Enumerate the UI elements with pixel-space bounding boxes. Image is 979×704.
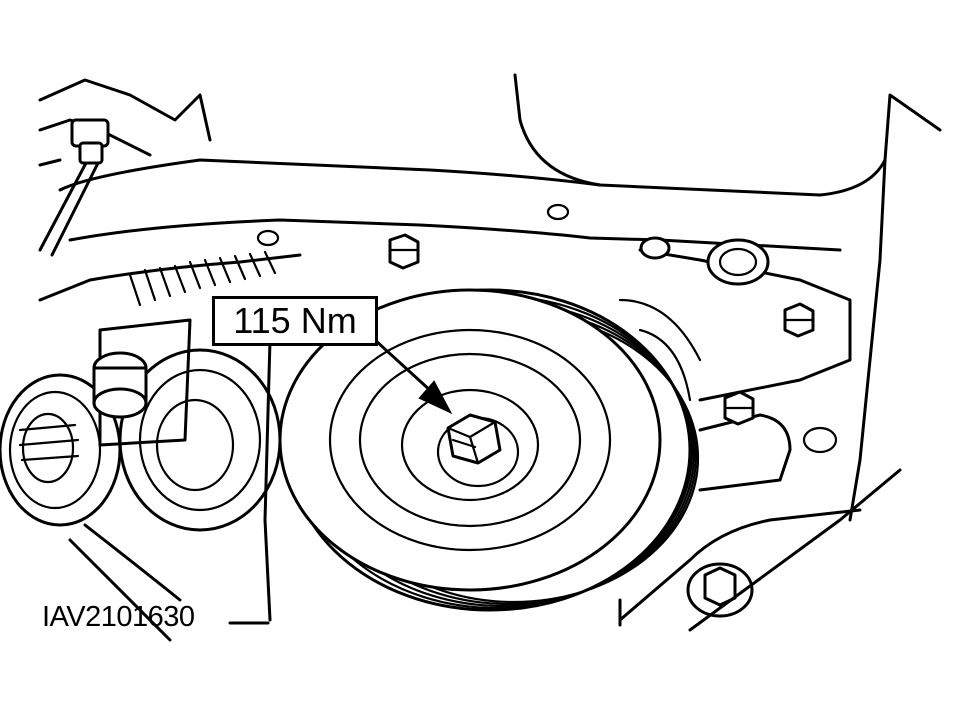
figure-id-label: IAV2101630 bbox=[42, 601, 195, 633]
sensor-bracket bbox=[38, 78, 212, 257]
arrow-pointer-icon bbox=[373, 338, 453, 415]
right-mounting-bracket bbox=[638, 236, 852, 492]
bolt-middle-right bbox=[723, 390, 755, 426]
bolt-upper-left bbox=[388, 233, 420, 270]
left-idler-pulley bbox=[0, 373, 122, 527]
torque-callout: 115 Nm bbox=[212, 296, 378, 346]
crankshaft-pulley-bolt-icon bbox=[446, 413, 502, 465]
bolt-upper-right bbox=[783, 302, 815, 338]
bolts-right bbox=[388, 233, 815, 618]
left-tensioner bbox=[92, 318, 282, 532]
bolt-lower-right bbox=[686, 562, 754, 618]
lower-housing bbox=[618, 468, 902, 632]
cooling-fins bbox=[128, 250, 277, 307]
drive-belt bbox=[68, 338, 272, 642]
